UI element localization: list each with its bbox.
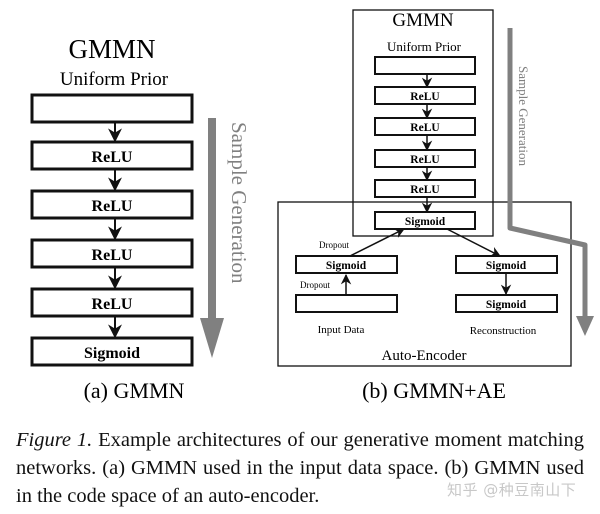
decoder-output-layer: Sigmoid xyxy=(455,294,558,313)
panel-b: GMMN Uniform Prior ReLU ReLU ReLU ReLU xyxy=(277,9,594,403)
layer-label: Sigmoid xyxy=(405,216,446,228)
layer-label: Sigmoid xyxy=(84,345,140,362)
watermark: 知乎 @种豆南山下 xyxy=(447,481,577,499)
dropout-label-bottom: Dropout xyxy=(300,280,330,290)
panel-b-gmmn-layer-0 xyxy=(374,56,476,75)
panel-b-gmmn-layer-1: ReLU xyxy=(374,86,476,105)
layer-label: ReLU xyxy=(92,247,133,264)
layer-label: ReLU xyxy=(92,296,133,313)
dropout-label-top: Dropout xyxy=(319,240,349,250)
panel-a-layer-3: ReLU xyxy=(30,238,194,269)
layer-label: Sigmoid xyxy=(486,299,527,311)
panel-a-layer-0 xyxy=(30,93,194,124)
panel-b-gmmn-layer-3: ReLU xyxy=(374,149,476,168)
input-data-label: Input Data xyxy=(318,324,365,336)
panel-a-layer-2: ReLU xyxy=(30,189,194,220)
panel-b-flow-arrow-icon xyxy=(507,28,594,336)
panel-a-layer-1: ReLU xyxy=(30,140,194,171)
panel-a-title: GMMN xyxy=(68,34,155,64)
arrow-decode-icon xyxy=(446,228,501,257)
panel-b-gmmn-layer-4: ReLU xyxy=(374,179,476,198)
panel-b-flow-label: Sample Generation xyxy=(516,66,531,166)
gmmn-frame xyxy=(352,9,494,237)
caption-prefix: Figure 1. xyxy=(16,429,93,451)
layer-label: ReLU xyxy=(92,198,133,215)
caption-text: Example architectures of our generative … xyxy=(16,429,584,507)
autoencoder-label: Auto-Encoder xyxy=(382,348,467,364)
panel-a: GMMN Uniform Prior ReLU ReLU ReLU ReLU xyxy=(30,34,251,403)
panel-b-gmmn-title: GMMN xyxy=(392,10,454,31)
encoder-input-layer xyxy=(295,294,398,313)
panel-a-sublabel: (a) GMMN xyxy=(84,378,185,403)
encoder-hidden-layer: Sigmoid xyxy=(295,255,398,274)
decoder-hidden-layer: Sigmoid xyxy=(455,255,558,274)
panel-a-prior-label: Uniform Prior xyxy=(60,69,169,90)
autoencoder-frame xyxy=(277,201,572,367)
arrow-encode-icon xyxy=(349,228,405,257)
panel-b-gmmn-layer-2: ReLU xyxy=(374,117,476,136)
layer-label: ReLU xyxy=(410,122,440,134)
panel-a-flow-label: Sample Generation xyxy=(227,122,251,284)
layer-label: ReLU xyxy=(92,149,133,166)
layer-label: Sigmoid xyxy=(326,260,367,272)
panel-b-prior-label: Uniform Prior xyxy=(387,39,462,54)
layer-label: ReLU xyxy=(410,184,440,196)
reconstruction-label: Reconstruction xyxy=(470,325,537,337)
panel-b-sublabel: (b) GMMN+AE xyxy=(362,378,506,403)
panel-a-flow-arrow-icon xyxy=(200,118,224,358)
layer-label: ReLU xyxy=(410,154,440,166)
panel-a-layer-5: Sigmoid xyxy=(30,336,194,367)
panel-b-gmmn-layer-5: Sigmoid xyxy=(374,211,476,230)
layer-label: ReLU xyxy=(410,91,440,103)
panel-a-layer-4: ReLU xyxy=(30,287,194,318)
layer-label: Sigmoid xyxy=(486,260,527,272)
figure-caption: Figure 1. Example architectures of our g… xyxy=(16,426,584,510)
